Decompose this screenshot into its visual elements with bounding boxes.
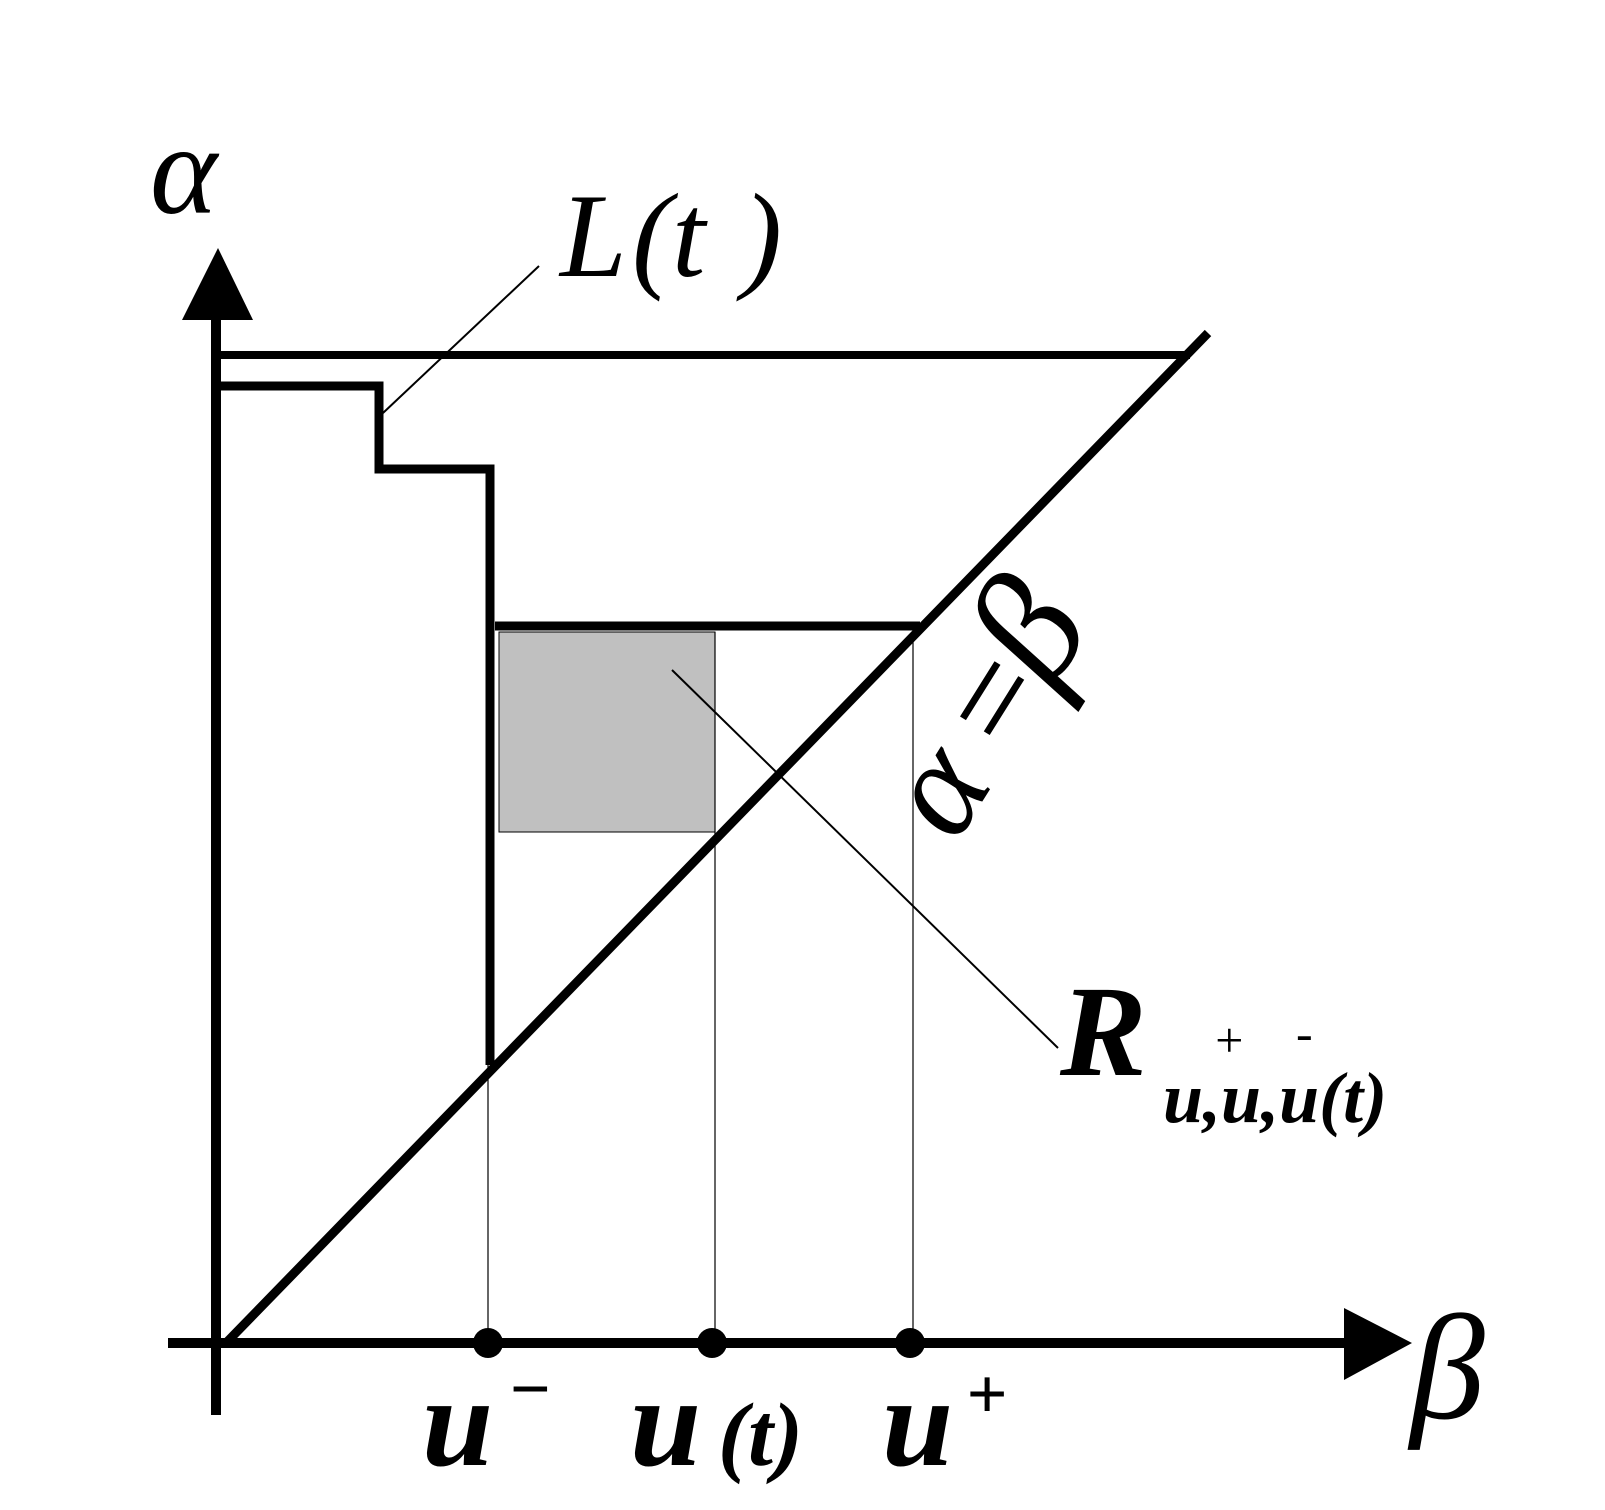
- tick-label-u-t-base: u: [630, 1351, 701, 1493]
- tick-label-u-plus: u +: [882, 1351, 1007, 1493]
- label-r: R u,u,u(t) + -: [1059, 960, 1387, 1138]
- tick-label-u-t: u (t): [630, 1351, 803, 1493]
- region-r-shaded: [498, 631, 716, 833]
- leader-l-t: [382, 265, 540, 414]
- tick-dot-u-plus: [895, 1328, 925, 1358]
- label-l-t-paren-open: (: [632, 169, 679, 302]
- tick-dot-u-minus: [473, 1328, 503, 1358]
- label-l-t: L ( t ): [558, 169, 782, 302]
- label-l-t-arg: t: [672, 169, 708, 302]
- tick-label-u-plus-sup: +: [966, 1354, 1007, 1434]
- beta-axis-label: β: [1407, 1285, 1485, 1451]
- label-l-t-letter: L: [558, 169, 627, 302]
- label-l-t-paren-close: ): [736, 169, 782, 302]
- alpha-axis-label: α: [150, 99, 220, 241]
- tick-label-u-t-arg: (t): [718, 1386, 803, 1485]
- staircase-l-t: [220, 381, 495, 1065]
- alpha-axis-arrowhead: [182, 248, 253, 320]
- leader-r: [671, 669, 1059, 1049]
- tick-label-u-minus-sup: −: [508, 1349, 552, 1429]
- label-r-sup-minus: -: [1296, 1005, 1313, 1061]
- tick-label-u-minus: u −: [422, 1349, 552, 1493]
- diagonal-line: [222, 329, 1212, 1347]
- label-r-sup-plus: +: [1212, 1012, 1246, 1068]
- tick-dot-u-t: [697, 1328, 727, 1358]
- label-diagonal: α = β: [850, 548, 1123, 861]
- beta-axis-arrowhead: [1344, 1308, 1412, 1380]
- label-r-letter: R: [1059, 960, 1147, 1104]
- tick-label-u-minus-base: u: [422, 1351, 493, 1493]
- tick-label-u-plus-base: u: [882, 1351, 953, 1493]
- label-r-subscript: u,u,u(t): [1163, 1058, 1387, 1138]
